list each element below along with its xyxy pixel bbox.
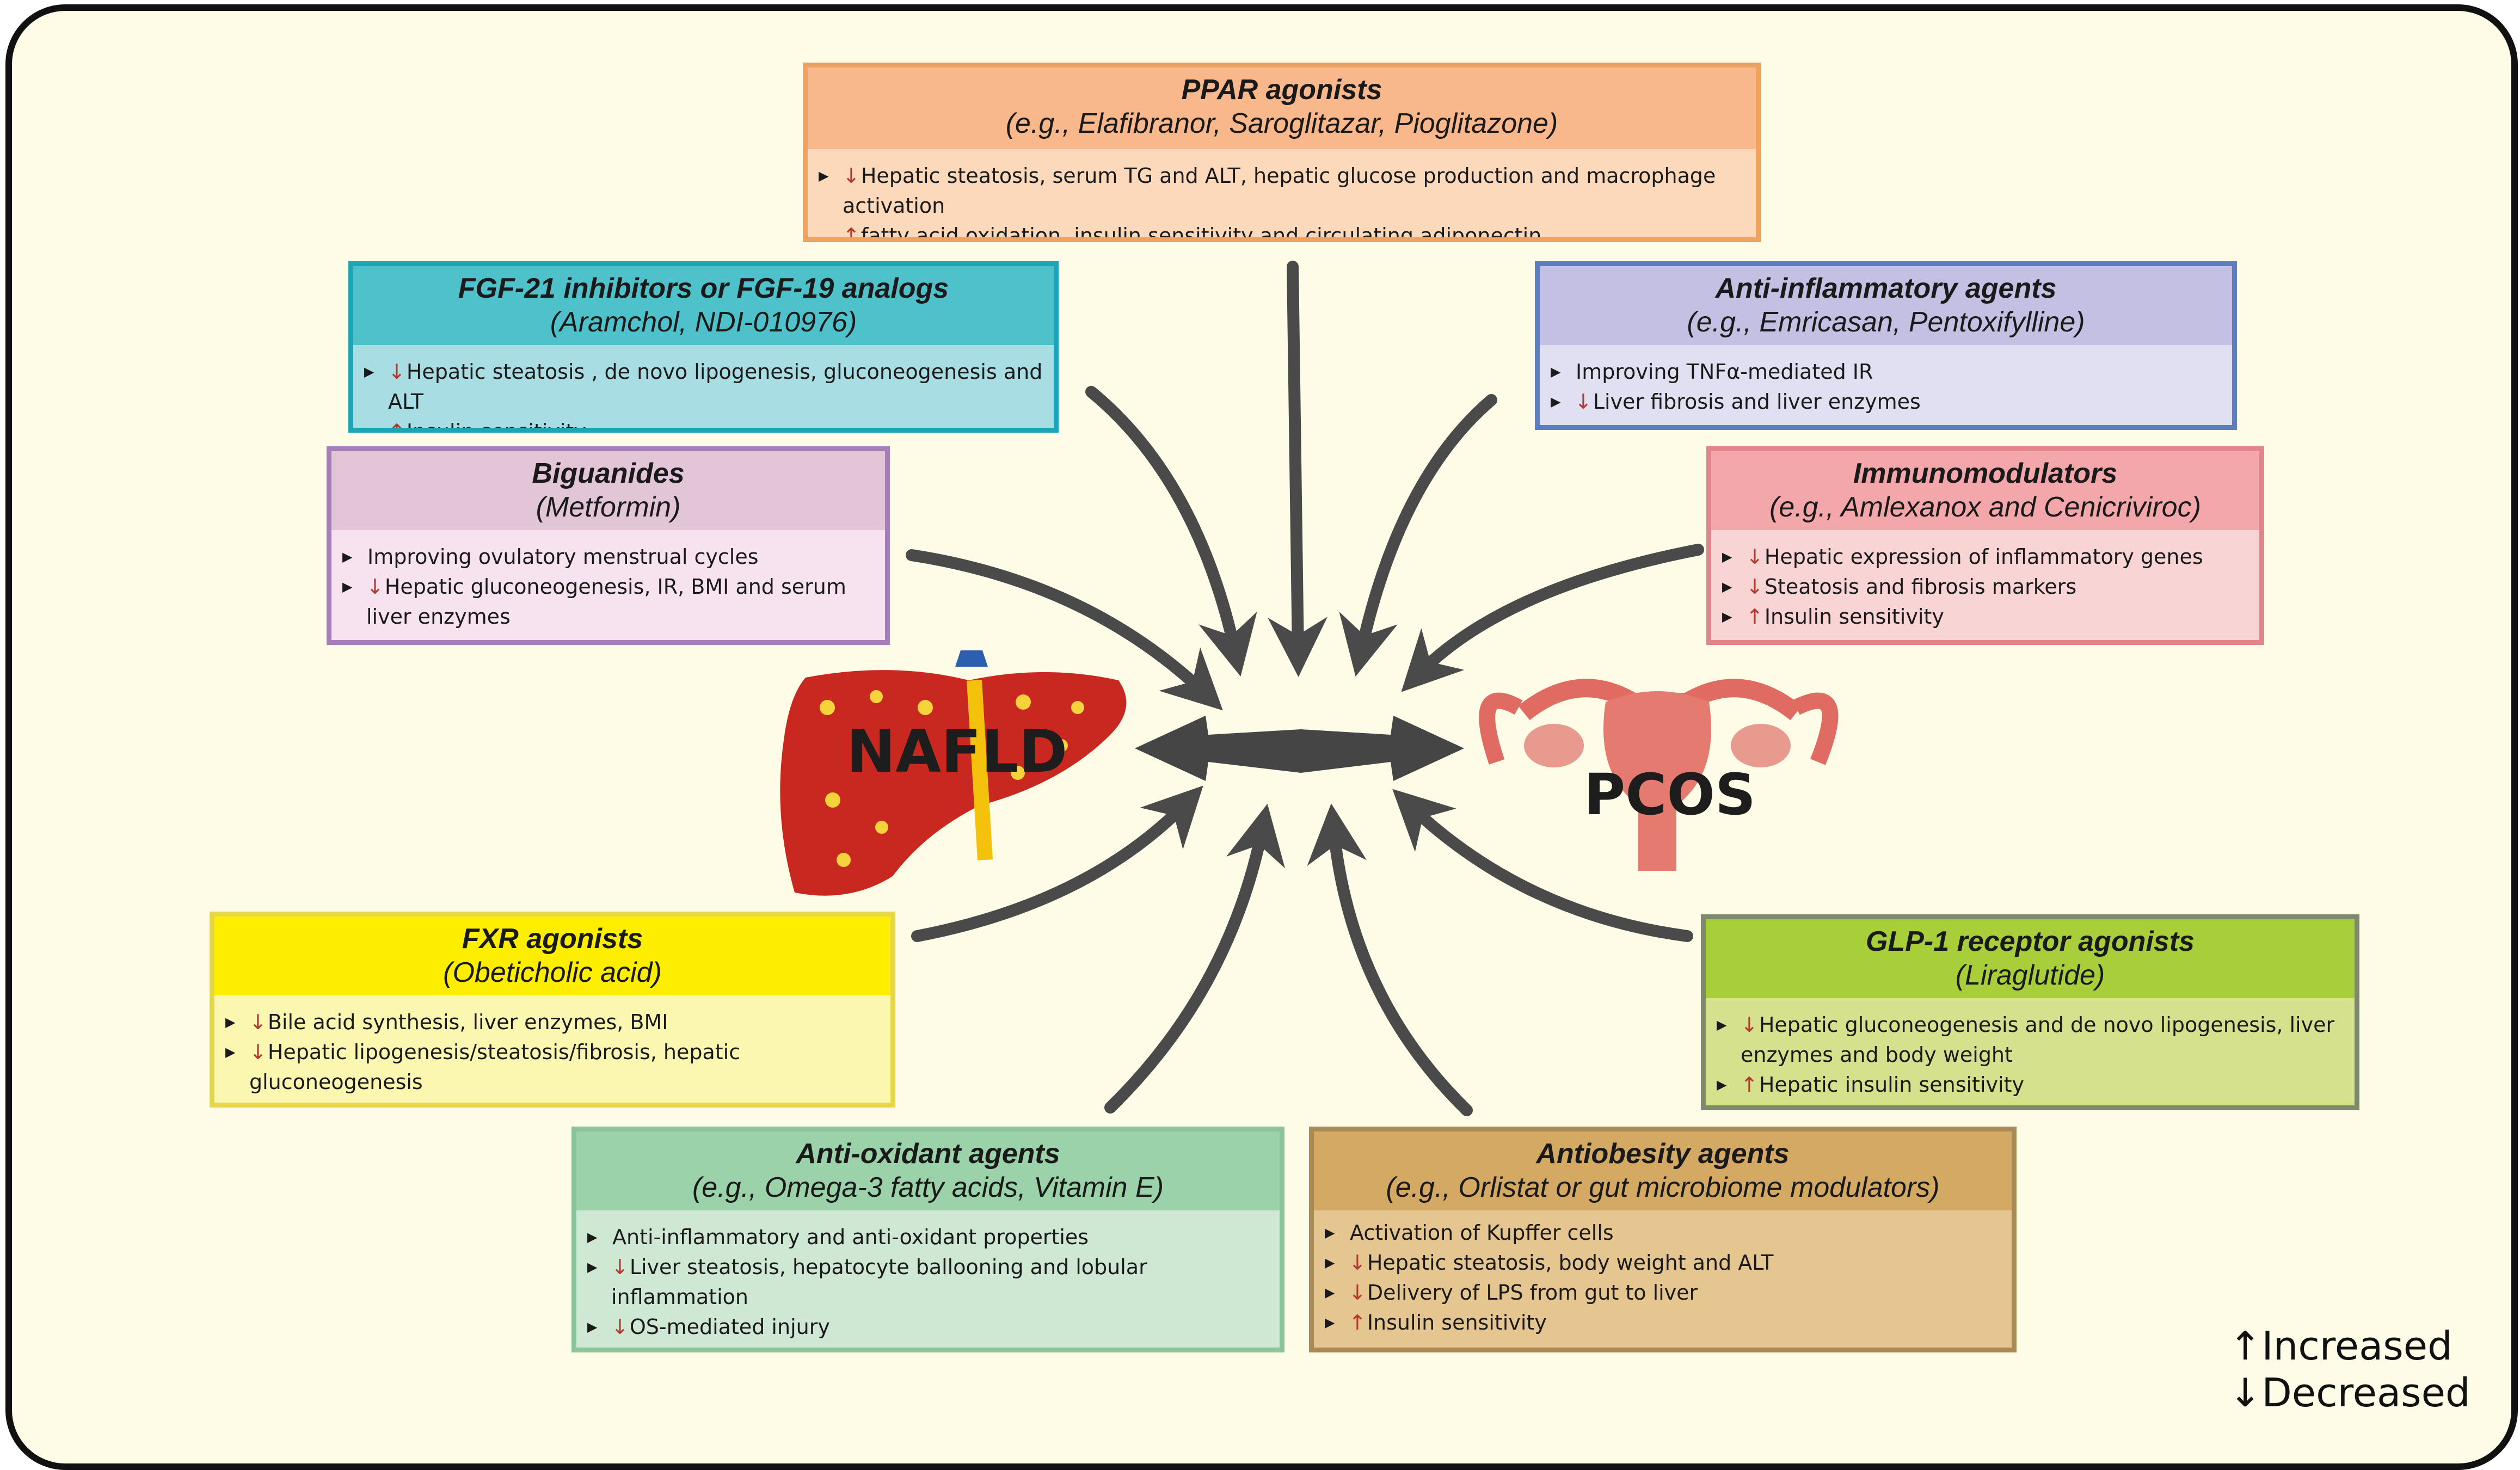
arrow-from-biguanides xyxy=(906,549,1223,711)
arrow-from-antiob xyxy=(1307,803,1473,1116)
list-item: ▶↓Steatosis and fibrosis markers xyxy=(1722,575,2077,599)
biguanides-box: Biguanides (Metformin) ▶Improving ovulat… xyxy=(327,446,890,645)
fgf-title: FGF-21 inhibitors or FGF-19 analogs xyxy=(458,273,949,304)
glp-subtitle: (Liraglutide) xyxy=(1955,960,2105,991)
uterus-icon xyxy=(1479,679,1839,871)
list-item: ▶↓Bile acid synthesis, liver enzymes, BM… xyxy=(225,1010,668,1034)
arrow-from-antiinf xyxy=(1339,394,1497,676)
list-item: ▶Improving ovulatory menstrual cycles xyxy=(342,545,759,569)
liver-icon xyxy=(780,650,1127,896)
list-item: ▶↑Peripheral insulin sensitivity xyxy=(225,1097,880,1103)
arrow-from-immuno xyxy=(1401,544,1704,692)
legend: ↑Increased ↓Decreased xyxy=(2229,1323,2470,1416)
list-item: ▶↑Insulin sensitivity xyxy=(1722,605,1944,629)
fgf-list: ▶↓Hepatic steatosis , de novo lipogenesi… xyxy=(353,345,1054,433)
immuno-box: Immunomodulators (e.g., Amlexanox and Ce… xyxy=(1706,446,2264,645)
fgf-box: FGF-21 inhibitors or FGF-19 analogs (Ara… xyxy=(348,261,1059,433)
fgf-subtitle: (Aramchol, NDI-010976) xyxy=(550,306,857,338)
antiinf-title: Anti-inflammatory agents xyxy=(1715,273,2057,304)
ppar-subtitle: (e.g., Elafibranor, Saroglitazar, Piogli… xyxy=(1005,108,1558,139)
ppar-title: PPAR agonists xyxy=(1181,74,1382,106)
antiinf-subtitle: (e.g., Emricasan, Pentoxifylline) xyxy=(1687,306,2085,338)
list-item: ▶↓Hepatic lipogenesis/steatosis/fibrosis… xyxy=(225,1040,741,1094)
arrow-from-fgf xyxy=(1085,386,1257,676)
glp-box: GLP-1 receptor agonists (Liraglutide) ▶↓… xyxy=(1701,914,2359,1110)
glp-list: ▶↓Hepatic gluconeogenesis and de novo li… xyxy=(1706,998,2355,1100)
immuno-list: ▶↓Hepatic expression of inflammatory gen… xyxy=(1711,530,2259,632)
antiinf-box: Anti-inflammatory agents (e.g., Emricasa… xyxy=(1535,261,2237,430)
arrow-from-glp xyxy=(1392,789,1693,942)
legend-decreased: ↓Decreased xyxy=(2229,1370,2470,1416)
immuno-title: Immunomodulators xyxy=(1853,458,2118,489)
list-item: ▶Anti-inflammatory and anti-oxidant prop… xyxy=(587,1225,1089,1249)
fxr-title: FXR agonists xyxy=(462,923,643,955)
antiox-subtitle: (e.g., Omega-3 fatty acids, Vitamin E) xyxy=(692,1172,1164,1203)
list-item: ▶↓Liver fibrosis and liver enzymes xyxy=(1551,390,1921,414)
list-item: ▶↓Hepatic gluconeogenesis, IR, BMI and s… xyxy=(342,575,846,629)
biguanides-list: ▶Improving ovulatory menstrual cycles ▶↓… xyxy=(331,530,885,632)
glp-title: GLP-1 receptor agonists xyxy=(1866,926,2195,957)
antiox-list: ▶Anti-inflammatory and anti-oxidant prop… xyxy=(576,1210,1280,1342)
bidirectional-arrow xyxy=(1135,716,1464,781)
ppar-box: PPAR agonists (e.g., Elafibranor, Sarogl… xyxy=(803,63,1761,242)
list-item: ▶Improving TNFα-mediated IR xyxy=(1551,360,1873,384)
fxr-subtitle: (Obeticholic acid) xyxy=(443,957,662,988)
ppar-list: ▶↓Hepatic steatosis, serum TG and ALT, h… xyxy=(808,149,1756,242)
antiob-title: Antiobesity agents xyxy=(1536,1138,1790,1170)
antiob-list: ▶Activation of Kupffer cells ▶↓Hepatic s… xyxy=(1314,1210,2012,1338)
antiox-box: Anti-oxidant agents (e.g., Omega-3 fatty… xyxy=(571,1127,1284,1352)
list-item: ▶↓Hepatic steatosis, serum TG and ALT, h… xyxy=(819,164,1716,218)
arrow-from-ppar xyxy=(1268,261,1328,677)
converging-arrows xyxy=(906,261,1704,1116)
list-item: ▶↑Insulin sensitivity xyxy=(1325,1311,1547,1334)
list-item: ▶↑Insulin sensitivity xyxy=(364,420,586,433)
immuno-subtitle: (e.g., Amlexanox and Cenicriviroc) xyxy=(1769,491,2201,523)
fxr-box: FXR agonists (Obeticholic acid) ▶↓Bile a… xyxy=(210,912,895,1108)
list-item: ▶↓Hepatic steatosis, body weight and ALT xyxy=(1325,1251,1774,1275)
nafld-label: NAFLD xyxy=(846,718,1068,786)
list-item: ▶↓Hepatic gluconeogenesis and de novo li… xyxy=(1717,1013,2335,1067)
antiinf-list: ▶Improving TNFα-mediated IR ▶↓Liver fibr… xyxy=(1540,345,2232,417)
list-item: ▶Activation of Kupffer cells xyxy=(1325,1221,1614,1245)
list-item: ▶↓Hepatic expression of inflammatory gen… xyxy=(1722,545,2203,569)
arrow-from-antiox xyxy=(1104,803,1285,1114)
pcos-label: PCOS xyxy=(1584,761,1756,828)
list-item: ▶↓Delivery of LPS from gut to liver xyxy=(1325,1281,1698,1305)
list-item: ↑fatty acid oxidation, insulin sensitivi… xyxy=(843,224,1542,242)
biguanides-title: Biguanides xyxy=(532,458,685,489)
list-item: ▶↑Hepatic insulin sensitivity xyxy=(1717,1073,2024,1097)
list-item: ▶↓Liver steatosis, hepatocyte ballooning… xyxy=(587,1255,1147,1309)
legend-increased: ↑Increased xyxy=(2229,1323,2453,1369)
antiox-title: Anti-oxidant agents xyxy=(796,1138,1060,1170)
biguanides-subtitle: (Metformin) xyxy=(536,491,681,523)
antiob-subtitle: (e.g., Orlistat or gut microbiome modula… xyxy=(1386,1172,1940,1203)
antiob-box: Antiobesity agents (e.g., Orlistat or gu… xyxy=(1309,1127,2017,1352)
list-item: ▶↓Hepatic steatosis , de novo lipogenesi… xyxy=(364,360,1043,414)
arrow-from-fxr xyxy=(911,785,1203,942)
list-item: ▶↓OS-mediated injury xyxy=(587,1315,830,1339)
fxr-list: ▶↓Bile acid synthesis, liver enzymes, BM… xyxy=(214,995,890,1103)
